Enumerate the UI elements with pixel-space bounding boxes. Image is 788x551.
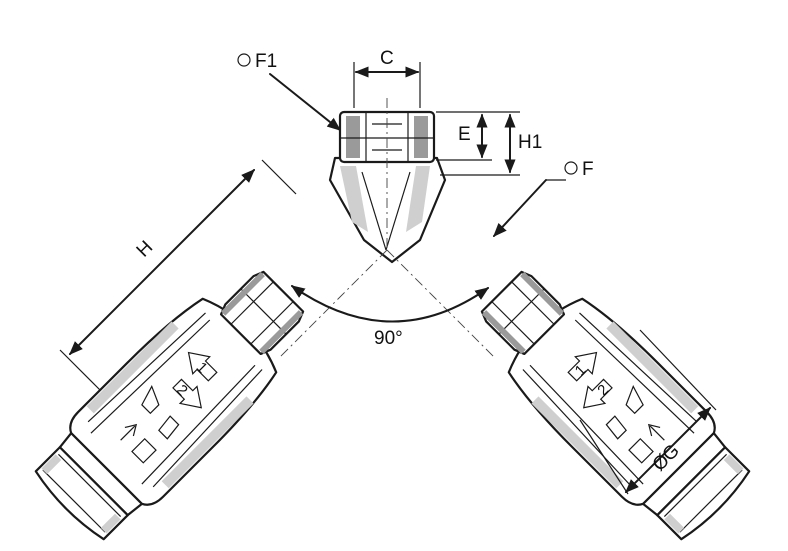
y-hub	[328, 156, 447, 264]
dimension-c-label: C	[380, 48, 394, 69]
dimension-e-h1: E H1	[436, 111, 542, 176]
angle-label: 90°	[374, 328, 403, 349]
dimension-h-label: H	[133, 237, 158, 262]
dimension-h1-label: H1	[518, 132, 542, 153]
dimension-f1-label: F1	[255, 51, 277, 72]
dimension-f: F	[493, 159, 594, 238]
right-coupling: 1 2	[458, 248, 763, 551]
dimension-f1: F1	[237, 51, 342, 131]
dimension-c: C	[353, 48, 421, 108]
dimension-e-label: E	[458, 124, 471, 145]
left-coupling: 1 2	[22, 248, 327, 551]
dimension-f-label: F	[582, 159, 594, 180]
top-hex-nut	[338, 110, 436, 164]
center-lines	[279, 98, 495, 358]
angle-dimension: 90°	[290, 285, 490, 349]
